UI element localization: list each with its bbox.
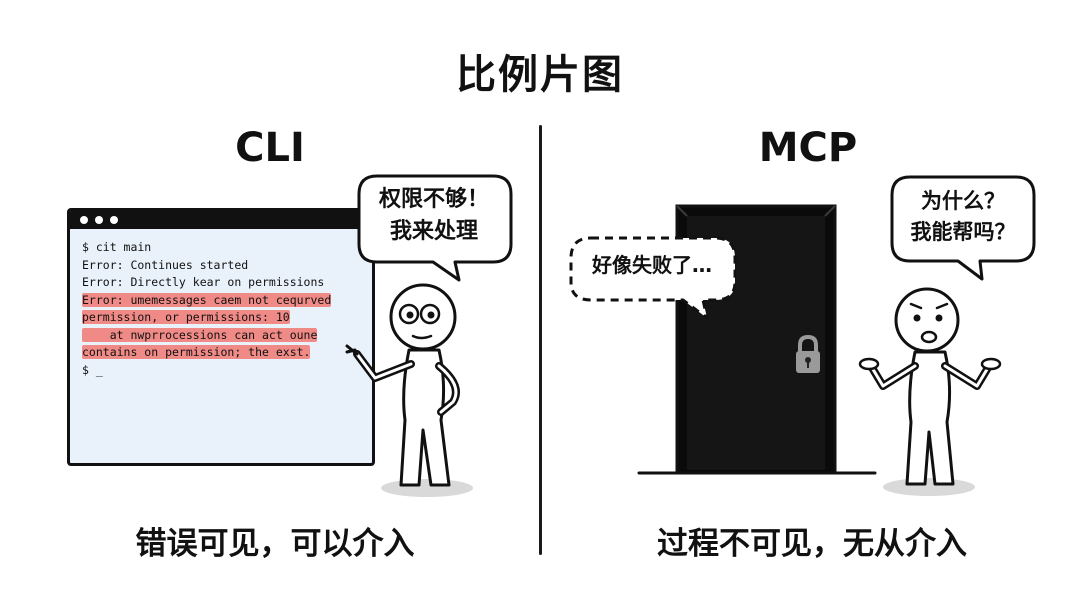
panel-divider: [539, 125, 542, 555]
cli-speech-bubble: [357, 174, 513, 282]
terminal-line: Error: Directly kear on permissions: [82, 275, 325, 289]
window-dot-icon: [95, 216, 103, 224]
mcp-thought-text: 好像失败了…: [592, 253, 712, 277]
error-highlight-line: contains on permission; the exst.: [82, 345, 311, 359]
mcp-thought-bubble: [569, 236, 737, 320]
speech-line: 我能帮吗？: [910, 220, 1016, 244]
terminal-line: Error: Continues started: [82, 257, 249, 272]
terminal-line: $ cit main: [82, 240, 152, 254]
cli-heading: CLI: [235, 125, 305, 171]
window-dot-icon: [110, 216, 118, 224]
mcp-speech-bubble: [890, 175, 1036, 281]
error-highlight-line: Error: umemessages caem not cequrved: [82, 292, 332, 307]
error-highlight-line: at nwprrocessions can act oune: [82, 327, 318, 342]
terminal-window: $ cit main Error: Continues started Erro…: [67, 208, 375, 466]
mcp-speech-text: 为什么？ 我能帮吗？: [892, 186, 1034, 248]
lock-icon: [796, 334, 820, 373]
terminal-titlebar: [70, 211, 372, 229]
cli-stick-figure: [345, 283, 473, 497]
error-highlight-line: permission, or permissions: 10: [82, 310, 290, 324]
cli-caption: 错误可见，可以介入: [135, 526, 415, 562]
cli-speech-text: 权限不够！ 我来处理: [359, 184, 509, 248]
window-dot-icon: [80, 216, 88, 224]
speech-line: 我来处理: [389, 219, 478, 244]
speech-line: 为什么？: [921, 189, 1005, 213]
mcp-heading: MCP: [758, 125, 858, 171]
page-title: 比例片图: [456, 52, 624, 98]
mcp-caption: 过程不可见，无从介入: [657, 526, 967, 562]
mcp-stick-figure: [858, 287, 1002, 496]
terminal-output: $ cit main Error: Continues started Erro…: [70, 229, 372, 389]
speech-line: 权限不够！: [378, 187, 489, 212]
terminal-prompt: $ _: [82, 362, 103, 377]
